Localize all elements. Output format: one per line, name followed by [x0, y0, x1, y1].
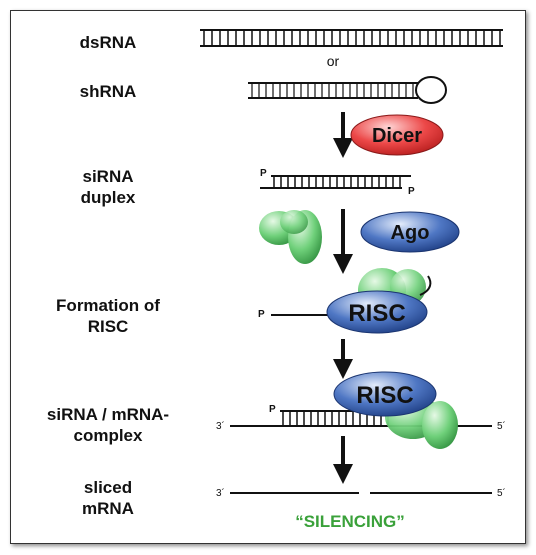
three-prime-mark-2: 3´ — [216, 487, 225, 499]
risc-complex-2: RISC — [333, 371, 437, 417]
label-sirna-duplex-line2: duplex — [80, 188, 136, 207]
label-complex-line1: siRNA / mRNA- — [46, 405, 170, 424]
phosphate-mark-1: P — [260, 168, 267, 179]
risc-label-2: RISC — [356, 382, 413, 409]
silencing-outcome: “SILENCING” — [295, 512, 405, 531]
duplex-rungs — [282, 411, 389, 426]
phosphate-mark-4: P — [269, 404, 276, 415]
sirna-duplex-strands — [260, 175, 411, 189]
label-sliced-line1: sliced — [83, 478, 133, 497]
risc-complex-1: RISC — [326, 290, 428, 334]
ago-protein: Ago — [360, 211, 460, 253]
label-sliced-line2: mRNA — [82, 499, 134, 518]
five-prime-mark-1: 5´ — [497, 420, 506, 432]
risc-label-1: RISC — [348, 300, 405, 327]
three-prime-mark-1: 3´ — [216, 420, 225, 432]
dsrna-double-strand — [200, 29, 503, 47]
label-risc-formation-line2: RISC — [87, 317, 129, 336]
ago-label: Ago — [391, 222, 430, 244]
argonaute-protein-free — [259, 210, 322, 264]
dicer-enzyme: Dicer — [350, 114, 444, 156]
phosphate-mark-2: P — [408, 186, 415, 197]
or-connector: or — [327, 53, 340, 69]
label-complex-line2: complex — [73, 426, 143, 445]
five-prime-mark-2: 5´ — [497, 487, 506, 499]
dicer-label: Dicer — [372, 125, 422, 147]
phosphate-mark-3: P — [258, 309, 265, 320]
label-risc-formation-line1: Formation of — [56, 296, 160, 315]
label-dsrna: dsRNA — [79, 33, 137, 52]
shrna-hairpin — [248, 76, 447, 104]
label-sirna-duplex-line1: siRNA — [82, 167, 134, 186]
label-shrna: shRNA — [79, 82, 137, 101]
risc-strand-tail — [419, 275, 432, 296]
